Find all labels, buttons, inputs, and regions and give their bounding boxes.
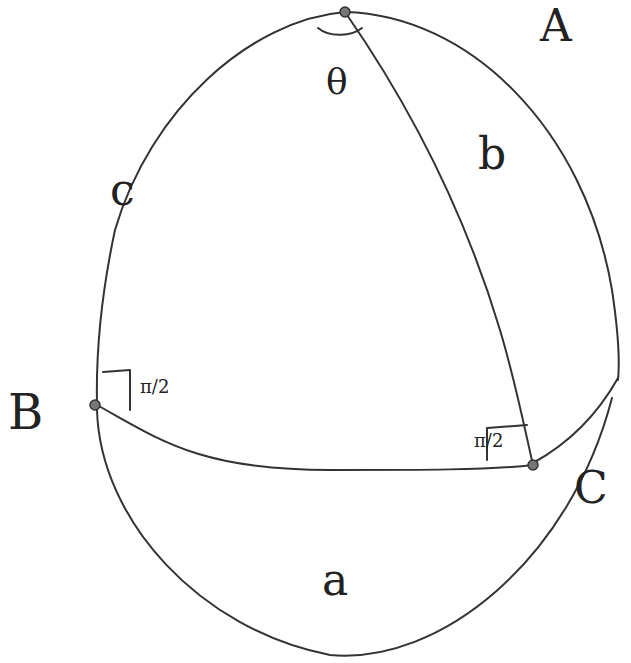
vertex-dot: [340, 7, 350, 17]
sphere-outline-bottom: [97, 398, 612, 656]
angle-value: π/2: [140, 378, 169, 396]
rim-arc: [533, 378, 618, 463]
great-circle-arc-a: [97, 405, 533, 470]
sphere-outline-right: [345, 12, 619, 380]
right-angle-mark: [103, 370, 130, 410]
angle-label: θ: [326, 64, 348, 100]
side-label: b: [478, 132, 506, 176]
vertex-label: C: [574, 466, 608, 510]
side-label: c: [110, 168, 135, 212]
vertex-dot: [90, 400, 100, 410]
vertex-label: A: [540, 4, 572, 48]
side-label: a: [322, 558, 348, 602]
angle-value: π/2: [474, 432, 503, 450]
great-circle-arc-b: [345, 12, 533, 465]
sphere-outline-left: [97, 12, 345, 405]
vertex-label: B: [8, 388, 43, 436]
vertex-dot: [528, 460, 538, 470]
angle-arc: [318, 28, 362, 35]
